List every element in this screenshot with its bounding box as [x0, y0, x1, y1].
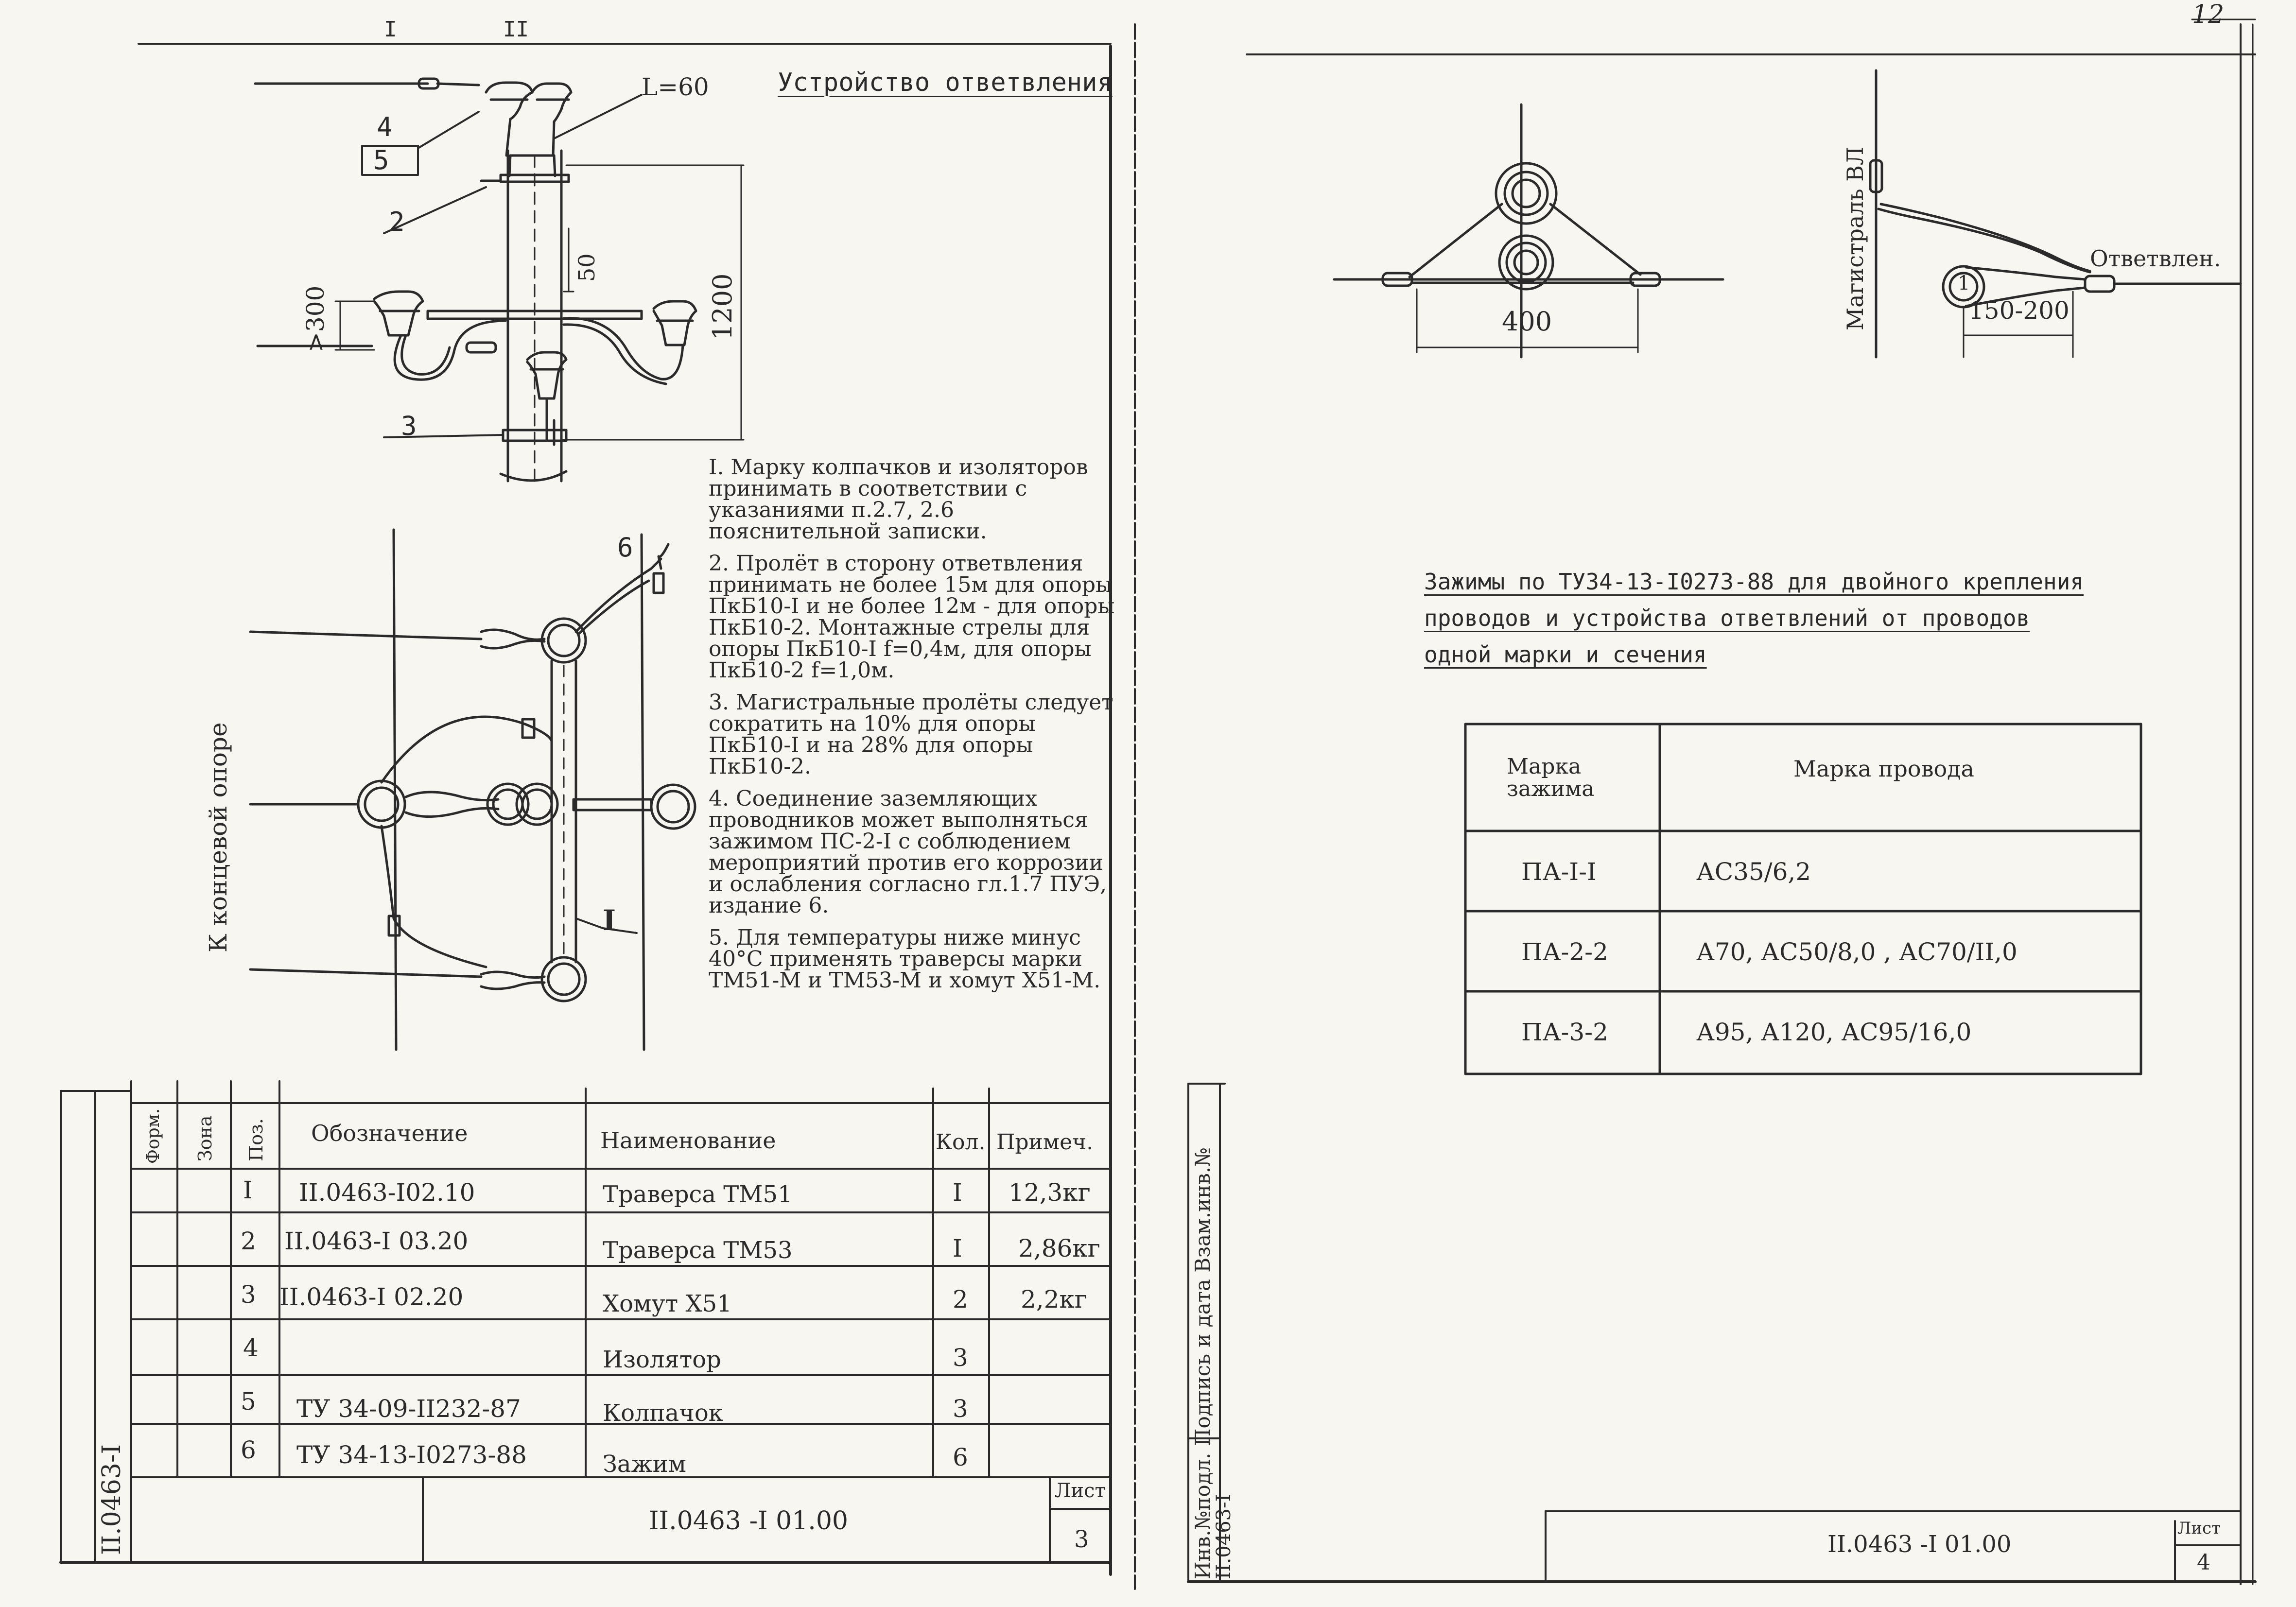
left-doc-code: II.0463 -I 01.00 — [649, 1506, 848, 1536]
right-margin-code: II.0463-I — [1213, 1494, 1235, 1579]
spec-row-name: Колпачок — [603, 1400, 723, 1427]
note-2: 2. Пролёт в сторону ответвления принимат… — [709, 551, 1115, 683]
clamp-header-mark: Марка зажима — [1507, 754, 1595, 801]
note-4: 4. Соединение заземляющих проводников мо… — [709, 786, 1107, 918]
spec-row-name: Траверса ТМ51 — [603, 1181, 793, 1208]
spec-row-qty: 3 — [953, 1395, 968, 1423]
clamp-marker-1: 1 — [1958, 272, 1970, 294]
spec-header-note: Примеч. — [996, 1130, 1094, 1155]
left-sheet-label: Лист — [1055, 1480, 1106, 1502]
callout-5: 5 — [373, 145, 389, 175]
spec-row-pos: I — [243, 1176, 253, 1204]
spec-row-designation: ТУ 34-09-II232-87 — [296, 1395, 521, 1423]
spec-row-pos: 6 — [241, 1436, 256, 1464]
spec-row-designation: II.0463-I 03.20 — [284, 1227, 469, 1255]
callout-3: 3 — [401, 411, 417, 441]
right-doc-code: II.0463 -I 01.00 — [1827, 1531, 2012, 1558]
spec-row-qty: I — [953, 1234, 962, 1262]
spec-row-qty: 6 — [953, 1443, 968, 1471]
spec-header-format: Форм. — [143, 1108, 163, 1164]
clamp-row-wire: А70, АС50/8,0 , АС70/II,0 — [1696, 938, 2018, 966]
spec-header-name: Наименование — [600, 1127, 776, 1154]
clamp-row-wire: А95, А120, АС95/16,0 — [1696, 1018, 1972, 1046]
right-sheet-label: Лист — [2177, 1519, 2221, 1538]
spec-header-designation: Обозначение — [311, 1120, 468, 1146]
note-3: 3. Магистральные пролёты следует сократи… — [709, 690, 1113, 779]
clamp-title-line-2: проводов и устройства ответвлений от про… — [1424, 605, 2030, 631]
callout-4: 4 — [377, 112, 393, 142]
right-margin-label: Инв.№подл. Подпись и дата Взам.инв.№ — [1191, 1147, 1215, 1579]
clamp-header-wire: Марка провода — [1793, 756, 1974, 782]
callout-6: 6 — [617, 532, 633, 563]
clamp-table-lines — [1464, 723, 2142, 1075]
left-page-title: Устройство ответвления — [778, 68, 1113, 97]
dim-300: >300 — [301, 285, 330, 352]
spec-row-name: Зажим — [603, 1451, 687, 1478]
spec-row-pos: 4 — [243, 1334, 259, 1362]
clamp-row-wire: АС35/6,2 — [1696, 858, 1811, 886]
spec-row-designation: II.0463-I02.10 — [299, 1178, 475, 1207]
spec-header-pos: Поз. — [245, 1118, 267, 1161]
spec-row-pos: 5 — [241, 1387, 256, 1416]
spec-row-name: Изолятор — [603, 1346, 721, 1373]
dim-1200: 1200 — [707, 273, 738, 340]
callout-2: 2 — [389, 207, 405, 237]
spec-row-note: 2,2кг — [1021, 1285, 1087, 1313]
plan-view — [249, 528, 696, 1051]
spec-row-qty: I — [953, 1178, 962, 1207]
spec-row-name: Траверса ТМ53 — [603, 1237, 793, 1264]
note-5: 5. Для температуры ниже минус 40°С приме… — [709, 925, 1101, 993]
label-main-line: Магистраль ВЛ — [1842, 146, 1868, 330]
spec-row-name: Хомут Х51 — [603, 1290, 732, 1317]
callout-i: I — [603, 904, 616, 937]
spec-table-lines — [60, 1080, 1112, 1563]
grid-mark-i: I — [384, 17, 397, 42]
clamp-row-mark: ПА-3-2 — [1521, 1018, 1608, 1046]
spec-row-note: 2,86кг — [1018, 1234, 1100, 1262]
branch-clamp-diagram — [1869, 69, 2242, 359]
spec-row-designation: ТУ 34-13-I0273-88 — [296, 1441, 527, 1469]
clamp-row-mark: ПА-I-I — [1521, 858, 1597, 886]
grid-mark-ii: II — [503, 17, 529, 42]
left-margin-code: II.0463-I — [97, 1444, 126, 1555]
right-sheet-number: 4 — [2197, 1550, 2210, 1575]
spec-row-note: 12,3кг — [1009, 1178, 1091, 1207]
left-sheet-number: 3 — [1074, 1526, 1089, 1553]
spec-row-designation: II.0463-I 02.20 — [279, 1283, 464, 1311]
top-pole-assembly — [254, 77, 745, 483]
clamp-title-line-3: одной марки и сечения — [1424, 641, 1707, 668]
notes-list: I. Марку колпачков и изоляторов принимат… — [709, 457, 1117, 1002]
spec-row-pos: 2 — [241, 1227, 256, 1255]
spec-row-qty: 2 — [953, 1285, 968, 1313]
side-label-end-pole: К концевой опоре — [204, 722, 232, 952]
double-clamp-diagram — [1333, 103, 1724, 359]
clamp-title-line-1: Зажимы по ТУ34-13-I0273-88 для двойного … — [1424, 569, 2084, 595]
spec-row-qty: 3 — [953, 1344, 968, 1372]
spec-header-zone: Зона — [194, 1115, 216, 1161]
clamp-row-mark: ПА-2-2 — [1521, 938, 1608, 966]
dim-l-60: L=60 — [642, 73, 709, 101]
dim-400: 400 — [1502, 306, 1552, 337]
label-branch: Ответвлен. — [2090, 245, 2221, 272]
dim-50: 50 — [574, 253, 600, 282]
spec-row-pos: 3 — [241, 1280, 256, 1309]
note-1: I. Марку колпачков и изоляторов принимат… — [709, 455, 1088, 544]
page-number-top: 12 — [2192, 0, 2225, 29]
spec-header-qty: Кол. — [936, 1130, 986, 1155]
dim-150-200: 150-200 — [1968, 296, 2070, 325]
